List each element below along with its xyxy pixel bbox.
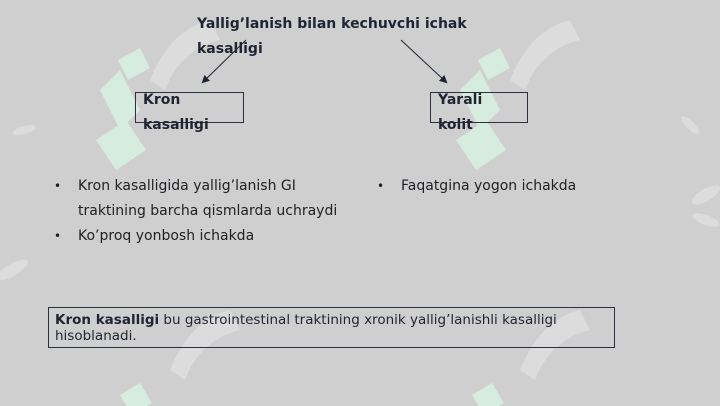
- definition-box: Kron kasalligi bu gastrointestinal trakt…: [48, 307, 615, 348]
- list-item: traktining barcha qismlarda uchraydi: [54, 199, 374, 224]
- list-item: • Faqatgina yogon ichakda: [377, 174, 677, 199]
- list-item: • Kron kasalligida yallig’lanish GI: [54, 174, 374, 199]
- list-item: • Ko’proq yonbosh ichakda: [54, 224, 374, 249]
- kron-box: [135, 92, 244, 123]
- bullet-icon: •: [54, 179, 62, 193]
- bullet-text: traktining barcha qismlarda uchraydi: [78, 203, 338, 219]
- bullet-text: Ko’proq yonbosh ichakda: [78, 228, 255, 244]
- definition-text: bu gastrointestinal traktining xronik ya…: [55, 312, 557, 344]
- kron-box-line2: kasalligi: [143, 117, 209, 133]
- arrow-left: [201, 39, 247, 84]
- kolit-box: [430, 92, 528, 123]
- bullet-icon: •: [54, 229, 62, 243]
- slide-title: Yallig’lanish bilan kechuvchi ichak kasa…: [197, 16, 467, 57]
- kolit-bullets: • Faqatgina yogon ichakda: [377, 174, 677, 199]
- bullet-icon: •: [377, 179, 385, 193]
- kolit-box-line1: Yarali: [438, 92, 483, 108]
- kolit-box-line2: kolit: [438, 117, 473, 133]
- bullet-text: Kron kasalligida yallig’lanish GI: [78, 178, 296, 194]
- bullet-text: Faqatgina yogon ichakda: [401, 178, 577, 194]
- kron-bullets: • Kron kasalligida yallig’lanish GI trak…: [54, 174, 374, 249]
- definition-term: Kron kasalligi: [55, 312, 160, 328]
- kolit-box-label: Yarali kolit: [438, 88, 482, 138]
- kron-box-line1: Kron: [143, 92, 181, 108]
- arrow-right: [400, 39, 448, 84]
- kron-box-label: Kron kasalligi: [143, 88, 209, 138]
